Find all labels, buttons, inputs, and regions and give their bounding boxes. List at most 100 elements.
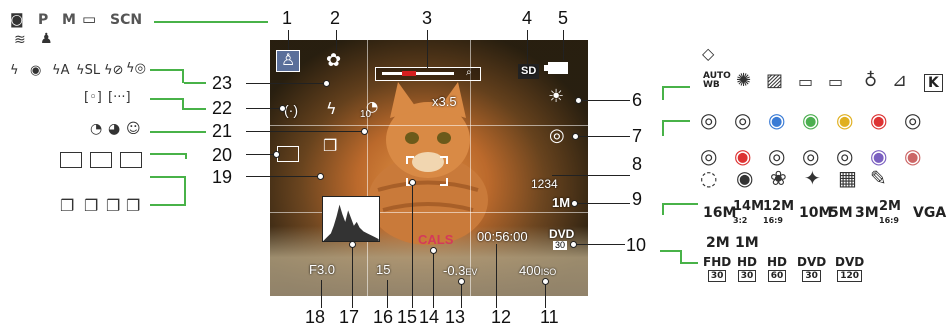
bracket-10 [680,250,698,264]
wb-fluorescent2-icon: ▭ [828,72,844,91]
wb-cloudy-icon: ▨ [766,70,784,91]
size-5m: 5M [829,205,853,221]
wb-k: K [924,74,943,92]
metering-spot-icon [120,152,142,168]
leader-11 [545,282,546,308]
callout-14: 14 [419,307,440,327]
size-1m: 1M [735,235,759,251]
leader-18 [321,280,322,308]
mode-p: P [38,12,49,28]
leader-14 [433,250,434,308]
zoom-value: x3.5 [432,94,457,109]
mode-m: M [62,12,76,28]
effect-tile-icon: ▦ [838,166,857,190]
video-hd30-label: HD [737,255,758,269]
bracket-19 [150,176,186,206]
callout-18: 18 [305,307,326,327]
af-single-icon: [◦] [84,90,102,105]
cont-single-icon: ❐ [60,196,75,215]
dot-20 [273,151,280,158]
dot-19 [317,173,324,180]
video-dvd120-label: DVD [835,255,865,269]
flash-icon: ϟ [326,99,337,118]
video-dvd120-fps: 120 [837,270,862,282]
scene-mode-icon [276,50,300,72]
wb-auto-label: AUTO [703,71,731,81]
effect-yellow-icon: ◉ [836,108,854,132]
effect-sketch-icon: ❀ [770,166,787,190]
effect-art-icon: ◎ [802,144,820,168]
callout-22: 22 [212,98,233,118]
effect-color-icon: ◉ [904,144,922,168]
dot-13 [458,278,465,285]
leader-21 [246,131,364,132]
leader-22 [246,108,282,109]
dot-7 [572,133,579,140]
wb-incandescent-icon: ♁ [864,70,878,91]
leader-16 [387,280,388,308]
dot-23 [323,80,330,87]
iso-number: 400 [519,263,541,278]
cont-f-icon: ❐ [106,196,121,215]
line-20 [185,153,187,159]
callout-12: 12 [491,307,512,327]
flash-auto-icon: ϟ [10,63,19,78]
leader-19 [246,176,320,177]
callout-11: 11 [540,307,559,327]
size-12m-ratio: 16:9 [763,216,783,225]
leader-2 [336,30,337,50]
effect-blue-icon: ◉ [768,108,786,132]
wb-manual-icon: ⊿ [892,70,908,91]
bracket-7 [662,120,690,136]
video-dvd30-fps: 30 [802,270,821,282]
effect-red2-icon: ◉ [734,144,752,168]
effect-bw-icon: ◎ [904,108,922,132]
ev-value: -0.3EV [443,264,477,277]
self-timer-icon: 10 [360,109,372,120]
bracket-6 [662,86,690,100]
battery-tip [544,65,548,71]
bracket-23 [150,69,184,83]
bracket-9 [662,203,698,215]
grid-line [270,212,588,213]
metering-ai-icon [60,152,82,168]
effect-fisheye-icon: ◉ [736,166,754,190]
flash-redeye-icon: ◉ [30,63,42,78]
leader-9 [574,203,630,204]
line-21 [150,131,206,133]
shutter-speed: 15 [376,262,391,277]
video-fhd-label: FHD [703,255,732,269]
size-10m: 10M [799,205,833,221]
callout-10: 10 [626,235,647,255]
size-14m-ratio: 3:2 [733,216,748,225]
callout-7: 7 [632,126,643,146]
effect-vivid-icon: ◎ [734,108,752,132]
dot-14 [430,247,437,254]
grid-line [367,40,368,296]
fish-icon: ◇ [702,44,715,63]
video-size-fps: 30 [553,240,568,250]
size-16m: 16M [703,205,737,221]
image-size: 1M [552,195,571,210]
callout-6: 6 [632,90,643,110]
bracket-20 [150,153,186,158]
person-icon: ♙ [281,50,296,69]
leader-8 [552,175,630,176]
effect-neg-icon: ◎ [836,144,854,168]
leader-15 [412,182,413,308]
flash-forced-icon: ϟA [52,63,70,78]
cals-icon: CALS [418,232,454,247]
flash-extra-icon: ϟ◎ [126,61,146,76]
bracket-22 [150,98,184,110]
sd-icon: SD [518,64,540,79]
callout-16: 16 [373,307,394,327]
iso-value: 400ISO [519,264,556,277]
size-14m-label: 14M [733,199,765,214]
dot-9 [571,200,578,207]
wb-daylight-icon: ✺ [736,70,752,91]
